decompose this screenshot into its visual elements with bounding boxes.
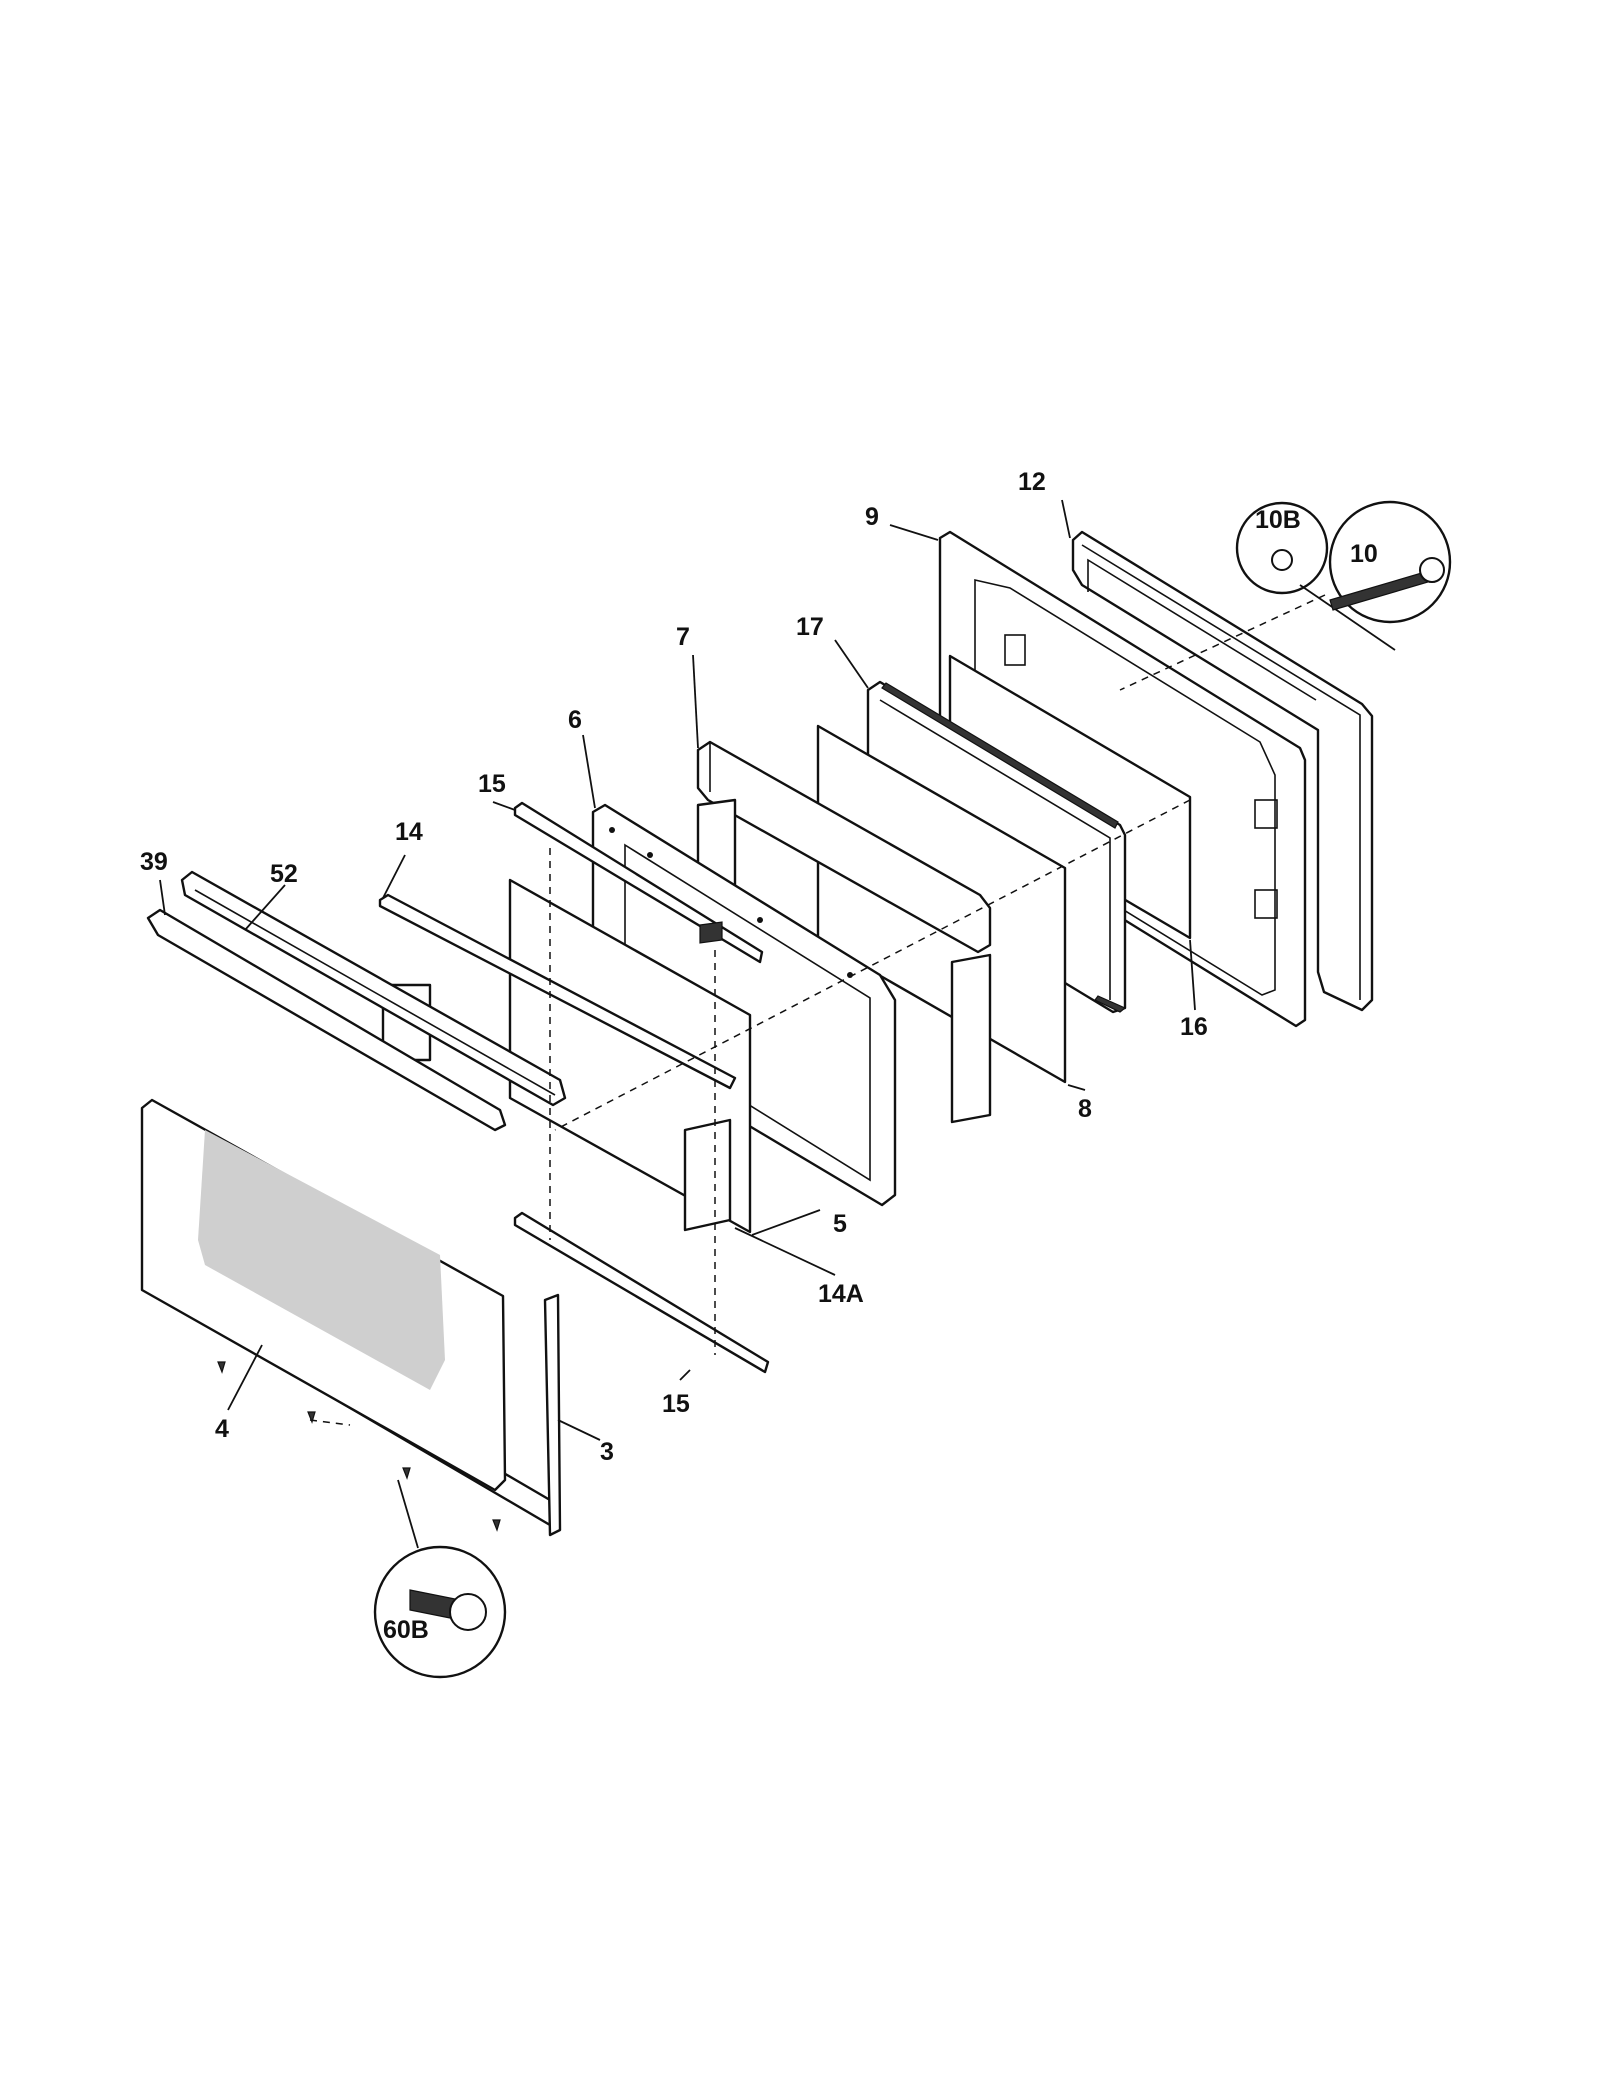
screw-icon: [402, 1467, 411, 1480]
callout-14a: 14A: [818, 1280, 864, 1308]
callout-16: 16: [1180, 1013, 1208, 1041]
part-12-back-frame: [1071, 530, 1374, 1012]
grommet-icon: [1271, 549, 1293, 571]
part-14a-insulation-pad: [683, 1118, 732, 1232]
part-4-outer-panel: [140, 1098, 507, 1492]
screw-icon: [307, 1411, 316, 1424]
callout-39: 39: [140, 848, 168, 876]
callout-52: 52: [270, 860, 298, 888]
callout-5: 5: [833, 1210, 847, 1238]
part-39-handle: [146, 908, 507, 1132]
detail-60b-screw: [373, 1479, 507, 1679]
part-52-handle-trim: [180, 870, 567, 1107]
callout-10b: 10B: [1255, 506, 1301, 534]
callout-9: 9: [865, 503, 879, 531]
callout-10: 10: [1350, 540, 1378, 568]
screw-icon: [492, 1519, 501, 1532]
callout-12: 12: [1018, 468, 1046, 496]
detail-10b-grommet: [1235, 501, 1396, 651]
callout-15-top: 15: [478, 770, 506, 798]
callout-7: 7: [676, 623, 690, 651]
callout-4: 4: [215, 1415, 229, 1443]
callout-3: 3: [600, 1438, 614, 1466]
callout-17: 17: [796, 613, 824, 641]
detail-10-bolt: [1328, 500, 1452, 624]
part-15-top-channel: [513, 801, 764, 964]
callout-labels: 12 9 10B 10 7 17 6 15 14 39 52 16 8 5 14…: [140, 468, 1378, 1644]
alignment-lines: [309, 594, 1326, 1426]
callout-14: 14: [395, 818, 423, 846]
callout-15-bottom: 15: [662, 1390, 690, 1418]
part-15-bottom-channel: [513, 1211, 770, 1374]
leader-lines: [159, 499, 1196, 1441]
callout-60b: 60B: [383, 1616, 429, 1644]
callout-8: 8: [1078, 1095, 1092, 1123]
screw-icon: [217, 1361, 226, 1374]
callout-6: 6: [568, 706, 582, 734]
screw-row: [217, 1361, 501, 1532]
